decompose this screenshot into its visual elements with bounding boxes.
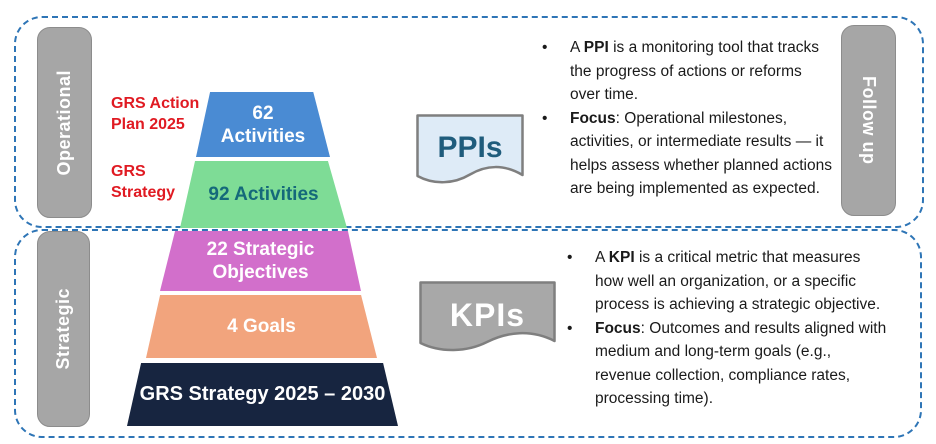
note-text: : Outcomes and results aligned with medi… (595, 319, 887, 408)
note-text: : Operational milestones, activities, or… (570, 109, 832, 198)
operational-side-label-text: Operational (54, 69, 74, 176)
annotation-grs-action-plan: GRS Action Plan 2025 (111, 95, 200, 133)
ppi-note-definition: A PPI is a monitoring tool that tracks t… (540, 36, 835, 107)
follow-up-label: Follow up (841, 25, 896, 216)
ppis-document-shape (416, 114, 524, 184)
ppi-notes: A PPI is a monitoring tool that tracks t… (540, 36, 835, 201)
note-text: is a monitoring tool that tracks the pro… (570, 39, 819, 103)
note-bold-text: KPI (608, 249, 635, 266)
strategic-side-label: Strategic (37, 231, 90, 427)
kpis-label: KPIs (449, 296, 526, 333)
ppis-label: PPIs (437, 131, 503, 164)
kpis-document-shape (419, 281, 556, 352)
annotation-grs-strategy: GRS Strategy (111, 163, 176, 201)
pyramid-layer-92-activities: 92 Activities (180, 161, 347, 228)
kpi-note-definition: A KPI is a critical metric that measures… (565, 246, 887, 317)
follow-up-label-text: Follow up (859, 76, 879, 165)
pyramid-layer-62-activities: 62 Activities (196, 92, 330, 157)
ppi-note-focus: Focus: Operational milestones, activitie… (540, 107, 835, 201)
strategic-section-border (14, 229, 922, 438)
note-text: A (595, 249, 609, 266)
operational-section-border (14, 16, 924, 228)
note-bold-text: Focus (570, 109, 616, 127)
note-text: is a critical metric that measures how w… (595, 249, 881, 313)
kpi-notes: A KPI is a critical metric that measures… (565, 246, 887, 411)
ppis-badge: PPIs (416, 114, 524, 196)
kpis-badge: KPIs (419, 281, 556, 365)
kpi-note-focus: Focus: Outcomes and results aligned with… (565, 317, 887, 411)
note-bold-text: Focus (595, 319, 641, 337)
pyramid-layer-4-goals: 4 Goals (146, 295, 377, 358)
pyramid-layer-22-strategic-objectives: 22 Strategic Objectives (160, 231, 361, 291)
strategic-side-label-text: Strategic (53, 288, 73, 370)
note-bold-text: PPI (583, 39, 609, 56)
note-text: A (570, 39, 584, 56)
operational-side-label: Operational (37, 27, 92, 218)
pyramid-layer-grs-strategy-2025-2030: GRS Strategy 2025 – 2030 (127, 363, 398, 426)
